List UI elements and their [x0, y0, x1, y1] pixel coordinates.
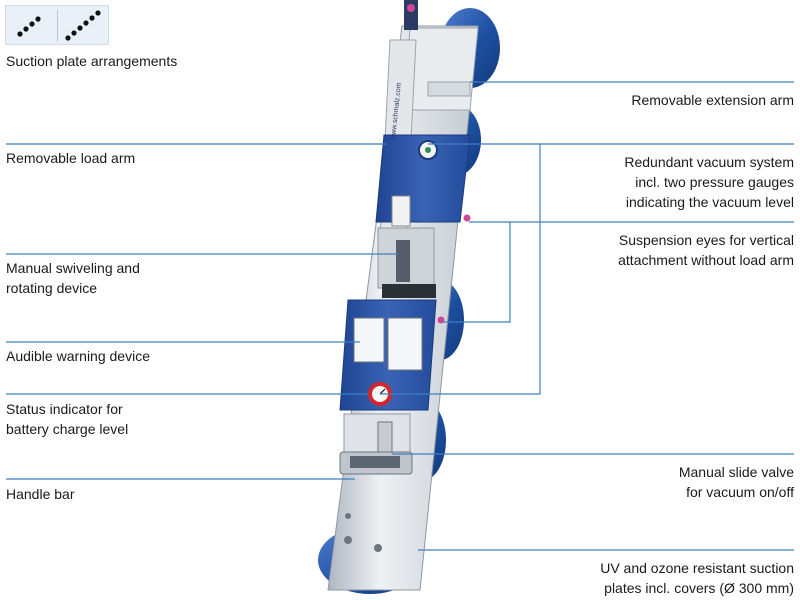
five-plates-diagonal-icon: [65, 10, 101, 41]
control-housing: [339, 299, 445, 411]
callout-suspension: Suspension eyes for vertical attachment …: [618, 232, 794, 268]
three-plates-diagonal-icon: [17, 16, 41, 37]
leader-line-vacuum-system: [380, 143, 794, 395]
callout-warning: Audible warning device: [6, 348, 150, 364]
callout-extension-arm: Removable extension arm: [631, 92, 794, 108]
callout-load-arm: Removable load arm: [6, 150, 136, 166]
callout-swivel: Manual swiveling and rotating device: [6, 260, 140, 296]
legend-title: Suction plate arrangements: [6, 53, 178, 69]
callout-suction-plates: UV and ozone resistant suction plates in…: [600, 560, 794, 596]
callout-vacuum-system: Redundant vacuum system incl. two pressu…: [624, 154, 794, 210]
callout-handle: Handle bar: [6, 486, 75, 502]
arrangement-icons: [17, 10, 101, 41]
swivel-mechanism: [377, 227, 436, 298]
leader-lines: [6, 81, 794, 551]
suction-plate-arrangement-legend: [5, 5, 109, 45]
callout-slide-valve: Manual slide valve for vacuum on/off: [678, 464, 794, 500]
callout-battery: Status indicator for battery charge leve…: [6, 401, 129, 437]
legend-divider: [57, 10, 58, 42]
leader-line-suspension: [443, 221, 794, 323]
valve-and-handle: [339, 413, 413, 552]
vacuum-housing-upper: [375, 134, 471, 227]
